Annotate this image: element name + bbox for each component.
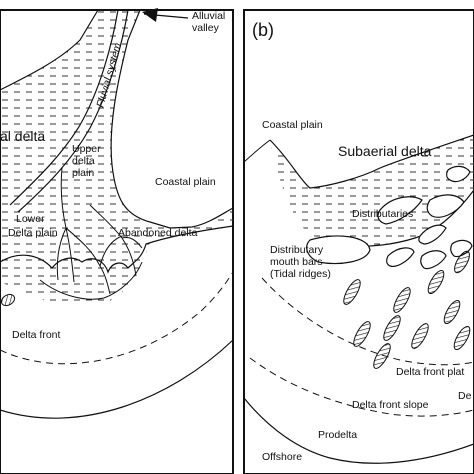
panel-b-coastline bbox=[269, 134, 474, 189]
panel-a-delta-plain-fill bbox=[0, 10, 233, 308]
label-subaerial-delta: Subaerial delta bbox=[338, 143, 432, 159]
panel-a-shoreline bbox=[0, 225, 234, 274]
panel-a-distributaries bbox=[56, 167, 143, 295]
panel-a-valley-left-bank bbox=[0, 9, 99, 91]
arrowhead-icon bbox=[142, 8, 158, 22]
label-de: De bbox=[458, 390, 472, 402]
label-prodelta: Prodelta bbox=[318, 429, 357, 441]
panel-b-platform-line-lower bbox=[249, 357, 474, 417]
label-coastal-plain-a: Coastal plain bbox=[155, 176, 216, 188]
label-mouth-bars-1: Distributary bbox=[270, 244, 324, 256]
label-upper-delta-plain-2: delta bbox=[72, 155, 95, 167]
label-delta-front: Delta front bbox=[12, 329, 61, 341]
panel-a-offshore-line bbox=[0, 339, 234, 419]
label-delta-title: al delta bbox=[0, 128, 45, 144]
panel-a-valley-right-bank bbox=[110, 9, 234, 229]
panel-b-distributary-islands bbox=[306, 165, 473, 270]
panel-a-delta-front-line bbox=[0, 271, 234, 365]
panel-b: (b) Coastal plain Subaerial delta Distri… bbox=[243, 9, 474, 474]
panel-b-label: (b) bbox=[252, 20, 274, 40]
label-mouth-bars-3: (Tidal ridges) bbox=[270, 268, 331, 280]
panel-a: Alluvial valley Fluvial system al delta … bbox=[0, 8, 234, 474]
label-mouth-bars-2: mouth bars bbox=[270, 256, 323, 268]
label-upper-delta-plain-3: plain bbox=[72, 167, 94, 179]
label-delta-front-slope: Delta front slope bbox=[352, 399, 429, 411]
panel-b-prodelta-line bbox=[243, 397, 474, 464]
label-alluvial-valley-1: Alluvial bbox=[192, 10, 225, 22]
panel-b-mouth-bars bbox=[343, 250, 471, 369]
label-abandoned-delta: Abandoned delta bbox=[118, 227, 198, 239]
panel-b-coast-left bbox=[243, 139, 271, 163]
panel-b-frame bbox=[243, 9, 474, 474]
label-distributaries: Distributaries bbox=[352, 208, 413, 220]
panel-a-hatched-bar bbox=[0, 293, 16, 307]
panel-a-fluvial-channel-right bbox=[17, 9, 129, 213]
label-upper-delta-plain-1: Upper bbox=[72, 143, 101, 155]
label-lower-delta-plain-1: Lower bbox=[16, 213, 45, 225]
label-coastal-plain-b: Coastal plain bbox=[262, 119, 323, 131]
label-alluvial-valley-2: valley bbox=[192, 22, 220, 34]
label-lower-delta-plain-2: Delta plain bbox=[8, 227, 58, 239]
panel-b-subaerial-fill bbox=[270, 135, 474, 247]
panel-b-platform-line-upper bbox=[261, 277, 474, 366]
panel-a-delta-lobe bbox=[39, 261, 143, 300]
panel-a-fluvial-channel-left bbox=[9, 9, 119, 206]
label-delta-front-platform: Delta front plat bbox=[396, 366, 464, 378]
label-offshore: Offshore bbox=[262, 451, 302, 463]
